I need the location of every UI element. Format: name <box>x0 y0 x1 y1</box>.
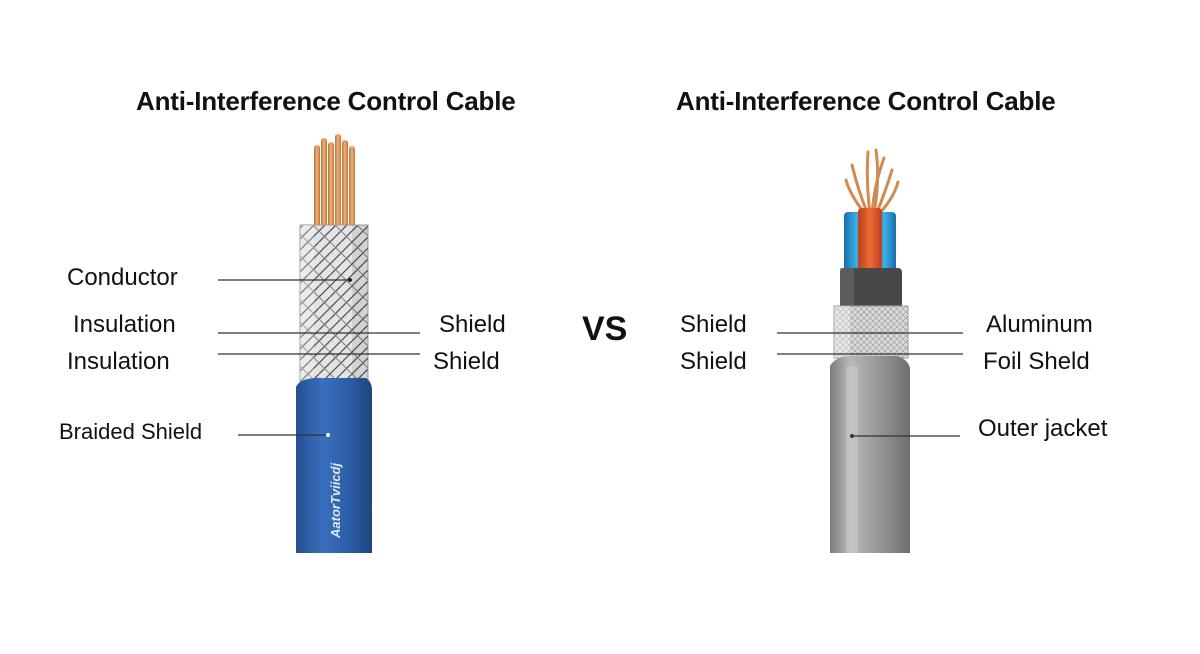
label-insulation-2: Insulation <box>67 348 170 375</box>
label-conductor: Conductor <box>67 264 178 291</box>
left-title: Anti-Interference Control Cable <box>136 86 516 116</box>
left-jacket-print: AatorTviicdj <box>328 462 343 539</box>
label-aluminum: Aluminum <box>986 311 1093 338</box>
label-insulation-1: Insulation <box>73 311 176 338</box>
left-braided-shield-layer <box>299 224 369 386</box>
left-conductor-strands <box>314 134 355 230</box>
right-insulated-cores <box>844 208 896 274</box>
label-braided-shield: Braided Shield <box>59 419 203 444</box>
label-right-shield-1: Shield <box>680 311 747 338</box>
left-cable-illustration: AatorTviicdj <box>296 134 372 553</box>
left-leader-lines <box>218 279 420 436</box>
left-leader-dot-braid <box>326 433 330 437</box>
right-leader-lines <box>777 332 963 437</box>
right-conductor-strands <box>844 148 900 217</box>
right-foil-mesh-shield <box>833 305 909 359</box>
label-right-shield-2: Shield <box>680 348 747 375</box>
right-leader-dot-jacket <box>850 434 854 438</box>
label-left-shield-1: Shield <box>439 311 506 338</box>
left-leader-dot-conductor <box>348 278 352 282</box>
right-bedding-layer <box>840 268 902 310</box>
right-outer-jacket <box>830 356 910 553</box>
right-title: Anti-Interference Control Cable <box>676 86 1056 116</box>
label-foil-shield: Foil Sheld <box>983 348 1090 375</box>
left-outer-jacket <box>296 378 372 553</box>
label-left-shield-2: Shield <box>433 348 500 375</box>
vs-label: VS <box>582 310 628 348</box>
label-outer-jacket: Outer jacket <box>978 415 1108 442</box>
right-cable-illustration <box>830 148 910 553</box>
